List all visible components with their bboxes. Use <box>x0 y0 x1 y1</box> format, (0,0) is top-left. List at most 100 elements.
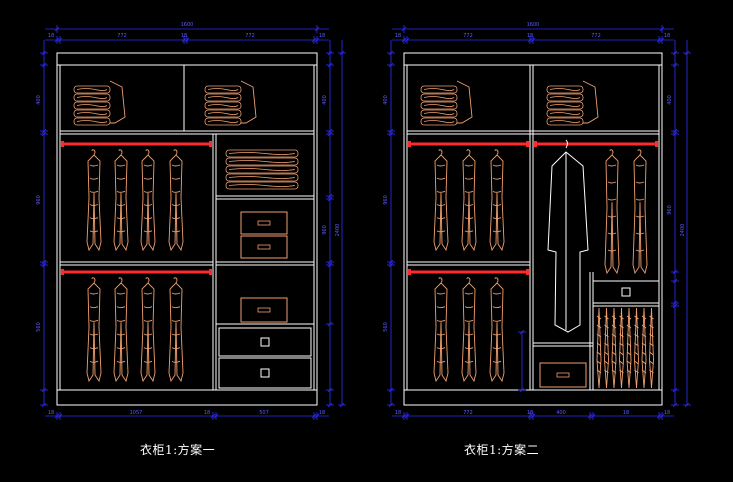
garment-fold <box>607 181 617 184</box>
dimension-label: 960 <box>383 195 389 205</box>
garment-outline <box>604 154 620 275</box>
garment-fold <box>116 333 126 336</box>
dimension-tick <box>41 259 47 265</box>
rail-bracket <box>526 141 529 147</box>
garment-fold <box>143 217 153 220</box>
dimension-tick <box>527 37 533 43</box>
dimension-label: 18 <box>48 33 54 39</box>
storage-box <box>240 211 288 235</box>
garment-fold <box>464 217 474 220</box>
box-outline <box>240 297 288 323</box>
hanger-hook <box>173 277 178 284</box>
garment-fold <box>89 306 99 309</box>
garment-fold <box>464 306 474 309</box>
rail-bracket <box>534 141 537 147</box>
folded-item-texture <box>228 176 296 179</box>
tie-stripe <box>641 360 647 365</box>
box-outline <box>539 362 587 388</box>
folded-item <box>204 101 242 110</box>
box-handle <box>257 307 271 313</box>
garment-fold <box>89 217 99 220</box>
tie-stripe <box>641 324 647 329</box>
box-handle <box>257 220 271 226</box>
dimension-tick <box>311 413 317 419</box>
dimension-tick <box>41 50 47 56</box>
tie-stripe <box>596 351 602 356</box>
tie-stripe <box>626 360 632 365</box>
rail-bracket <box>61 141 64 147</box>
dimension-tick <box>41 62 47 68</box>
garment-fold <box>464 177 474 180</box>
folded-item <box>420 101 458 110</box>
stored-bag <box>456 80 473 124</box>
garment-fold <box>492 333 502 336</box>
rail-bar <box>410 270 527 274</box>
dimension-tick <box>314 413 320 419</box>
dimension-tick <box>659 413 665 419</box>
tie-stripe <box>619 315 624 320</box>
garment-fold <box>116 230 126 233</box>
folded-clothes-stack <box>420 85 458 126</box>
tie-stripe <box>619 342 624 347</box>
tie-stripe <box>641 369 647 374</box>
garment-fold <box>436 164 446 167</box>
dimension-tick <box>388 128 394 134</box>
tie-stripe <box>619 324 624 329</box>
box-outline <box>240 211 288 235</box>
hanging-garment <box>489 277 505 383</box>
tie-stripe <box>604 360 609 365</box>
garment-fold <box>89 190 99 193</box>
tie-stripe <box>649 333 654 338</box>
garment-fold <box>143 204 153 206</box>
rail-bracket <box>408 141 411 147</box>
folded-item <box>546 85 584 94</box>
folded-item <box>420 93 458 102</box>
hanging-garment <box>604 149 620 275</box>
garment-fold <box>116 292 126 295</box>
dimension-tick <box>388 402 394 408</box>
hanging-garment <box>113 277 129 383</box>
garment-outline <box>632 154 648 275</box>
garment-outline <box>433 282 449 383</box>
garment-fold <box>464 190 474 193</box>
tie-stripe <box>611 333 617 338</box>
dimension-tick <box>404 413 410 419</box>
garment-fold <box>143 306 153 309</box>
garment-fold <box>116 306 126 309</box>
garment-fold <box>492 177 502 180</box>
tie <box>634 307 639 389</box>
hanger-hook <box>91 277 96 284</box>
garment-outline <box>86 282 102 383</box>
tie-stripe <box>604 324 609 329</box>
garment-fold <box>143 319 153 322</box>
garment-fold <box>89 347 99 350</box>
tie-stripe <box>619 360 624 365</box>
dimension-tick <box>672 62 678 68</box>
dimension-label: 400 <box>667 95 673 105</box>
tie-stripe <box>596 324 602 329</box>
garment-fold <box>635 232 645 235</box>
dimension-tick <box>327 193 333 199</box>
folded-item-texture <box>207 104 239 107</box>
dimension-tick <box>659 26 665 32</box>
tie-stripe <box>604 351 609 356</box>
tie-stripe <box>634 333 639 338</box>
garment-outline <box>140 282 156 383</box>
tie-stripe <box>596 360 602 365</box>
folded-item <box>73 101 111 110</box>
dimension-tick <box>388 50 394 56</box>
garment-fold <box>171 333 181 336</box>
dimension-label: 400 <box>556 410 566 416</box>
hanging-garment <box>632 149 648 275</box>
dimension-tick <box>388 131 394 137</box>
folded-item <box>225 157 299 166</box>
garment-fold <box>436 230 446 233</box>
garment-fold <box>143 190 153 193</box>
garment-fold <box>607 198 617 201</box>
garment-fold <box>143 333 153 336</box>
rail-bar <box>63 270 210 274</box>
dimension-label: 18 <box>319 410 325 416</box>
dimension-label: 772 <box>591 33 601 39</box>
garment-fold <box>635 215 645 218</box>
